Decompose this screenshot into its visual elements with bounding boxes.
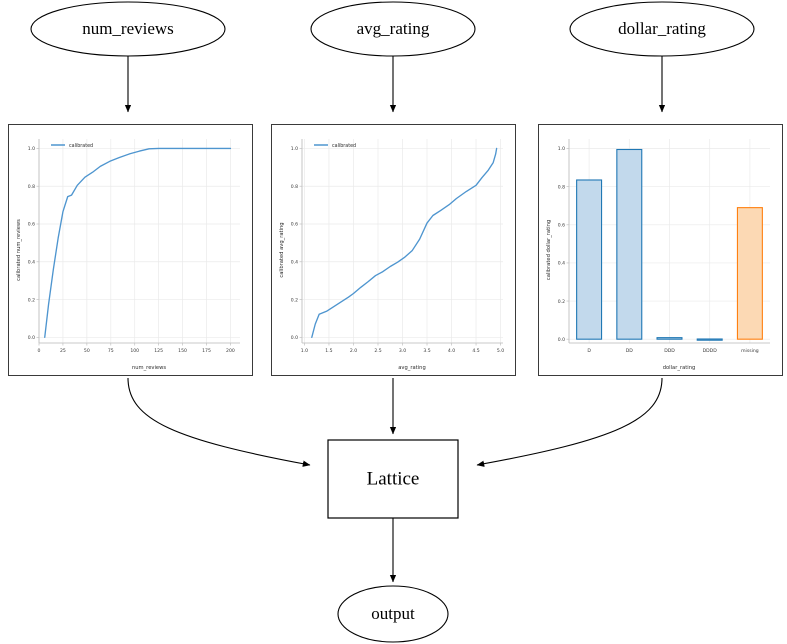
xtick-label: 75 (108, 348, 114, 354)
edge-calibrator-num-reviews-to-lattice (127, 377, 311, 467)
xtick-label: 200 (226, 348, 235, 354)
node-label-dollar-rating: dollar_rating (618, 19, 706, 38)
xtick-label: 175 (202, 348, 211, 354)
ytick-label: 0.8 (28, 184, 35, 190)
legend-label: calibrated (332, 143, 356, 149)
rect-shape (327, 439, 459, 519)
node-lattice[interactable]: Lattice (327, 439, 459, 519)
xtick-label: 125 (154, 348, 163, 354)
bar-DDDD (696, 338, 723, 341)
node-label-avg-rating: avg_rating (357, 19, 430, 38)
xtick-label: 50 (84, 348, 90, 354)
node-dollar-rating[interactable]: dollar_rating (569, 1, 755, 57)
node-num-reviews[interactable]: num_reviews (30, 1, 226, 57)
xtick-label-category: D (587, 348, 591, 354)
ytick-label: 0.2 (558, 299, 565, 305)
bar-D (576, 179, 603, 340)
xtick-label-category: DDD (664, 348, 675, 354)
edge-calibrator-dollar-rating-to-lattice (476, 377, 663, 467)
ytick-label: 0.0 (291, 335, 298, 341)
ytick-label: 0.6 (28, 222, 35, 228)
ytick-label: 1.0 (291, 146, 298, 152)
ytick-label: 0.2 (291, 297, 298, 303)
xtick-label: 0 (38, 348, 41, 354)
xtick-label: 1.0 (301, 348, 308, 354)
ytick-label: 0.4 (291, 259, 298, 265)
yaxis-title-num-reviews: calibrated num_reviews (16, 219, 22, 281)
bar-DDD (656, 337, 683, 340)
node-label-lattice: Lattice (367, 468, 420, 489)
ytick-label: 1.0 (558, 146, 565, 152)
plot-avg-rating: 0.0 0.2 0.4 0.6 0.8 1.0 1.0 1.5 2.0 2.5 3.0 3.5 4.0 4… (272, 125, 515, 375)
node-avg-rating[interactable]: avg_rating (310, 1, 476, 57)
ytick-label: 0.0 (558, 337, 565, 343)
series-calibrated-line (311, 147, 498, 339)
xtick-label: 2.5 (374, 348, 381, 354)
calibrator-panel-avg-rating: 0.0 0.2 0.4 0.6 0.8 1.0 1.0 1.5 2.0 2.5 3.0 3.5 4.0 4… (271, 124, 516, 376)
xtick-label: 3.0 (399, 348, 406, 354)
xtick-label: 150 (178, 348, 187, 354)
xtick-label: 4.5 (472, 348, 479, 354)
xtick-label: 25 (60, 348, 66, 354)
xaxis-title-num-reviews: num_reviews (132, 365, 166, 371)
bar-series-dollar-rating (576, 148, 763, 341)
ellipse-shape (337, 585, 449, 643)
node-label-output: output (371, 604, 415, 623)
xtick-label: 1.5 (325, 348, 332, 354)
calibrator-panel-num-reviews: 0.0 0.2 0.4 0.6 0.8 1.0 0 25 50 75 100 125 150 175 200… (8, 124, 253, 376)
ytick-label: 0.8 (558, 184, 565, 190)
legend-avg-rating: calibrated (314, 143, 356, 149)
ytick-label: 0.6 (291, 222, 298, 228)
xaxis-title-avg-rating: avg_rating (398, 365, 426, 371)
ytick-label: 0.8 (291, 184, 298, 190)
ytick-label: 0.6 (558, 222, 565, 228)
xtick-label-category: DD (626, 348, 634, 354)
xaxis-title-dollar-rating: dollar_rating (663, 365, 696, 371)
ytick-label: 0.4 (28, 259, 35, 265)
yaxis-title-dollar-rating: calibrated dollar_rating (546, 220, 552, 280)
xtick-label: 3.5 (423, 348, 430, 354)
plot-num-reviews: 0.0 0.2 0.4 0.6 0.8 1.0 0 25 50 75 100 125 150 175 200… (9, 125, 252, 375)
yaxis-title-avg-rating: calibrated avg_rating (279, 222, 285, 277)
legend-num-reviews: calibrated (51, 143, 93, 149)
xtick-label-category: DDDD (703, 348, 718, 354)
xtick-label: 2.0 (350, 348, 357, 354)
xtick-label: 100 (130, 348, 139, 354)
bar-missing (736, 207, 763, 340)
xtick-label: 5.0 (497, 348, 504, 354)
node-output[interactable]: output (337, 585, 449, 643)
legend-label: calibrated (69, 143, 93, 149)
series-calibrated-line (44, 147, 232, 339)
xtick-label: 4.0 (448, 348, 455, 354)
ytick-label: 0.0 (28, 335, 35, 341)
ytick-label: 0.4 (558, 261, 565, 267)
bar-DD (616, 148, 643, 340)
node-label-num-reviews: num_reviews (82, 19, 174, 38)
ytick-label: 0.2 (28, 297, 35, 303)
xtick-label-category: missing (741, 348, 759, 354)
ytick-label: 1.0 (28, 146, 35, 152)
